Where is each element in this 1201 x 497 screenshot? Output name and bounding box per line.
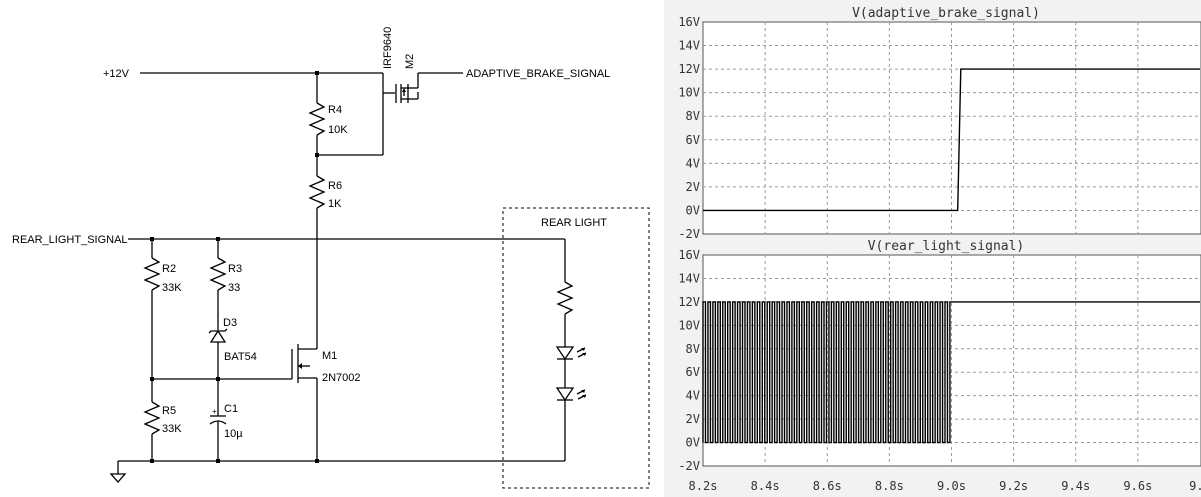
junction-dot — [315, 153, 319, 157]
r3-resistor[interactable] — [209, 257, 227, 291]
r5-resistor[interactable] — [143, 401, 161, 435]
x-tick-label: 9.6s — [1123, 479, 1152, 493]
c1-capacitor[interactable] — [209, 400, 227, 461]
r6-name: R6 — [328, 180, 342, 192]
c1-name: C1 — [224, 403, 238, 415]
y-tick-label: 12V — [678, 295, 700, 309]
junction-dot — [216, 377, 220, 381]
ground-icon — [109, 461, 127, 483]
adaptive-label: ADAPTIVE_BRAKE_SIGNAL — [466, 68, 610, 80]
led-1-icon[interactable] — [555, 346, 587, 361]
y-tick-label: 4V — [686, 156, 700, 170]
y-tick-label: 6V — [686, 133, 700, 147]
junction-dot — [150, 237, 154, 241]
m2-mosfet[interactable] — [382, 73, 419, 103]
r6-value: 1K — [328, 198, 342, 210]
x-tick-label: 9.0s — [937, 479, 966, 493]
r3-name: R3 — [228, 263, 242, 275]
y-tick-label: 0V — [686, 436, 700, 450]
x-tick-label: 9.8 — [1189, 479, 1201, 493]
y-tick-label: 12V — [678, 62, 700, 76]
junction-dot — [150, 459, 154, 463]
plot-pane-1: 16V 14V 12V 10V 8V 6V 4V 2V 0V -2V V(adaptive_brak… — [678, 6, 1201, 241]
m2-name-label: M2 — [404, 54, 416, 69]
x-tick-label: 8.2s — [689, 479, 718, 493]
x-tick-label: 8.4s — [751, 479, 780, 493]
junction-dot — [150, 377, 154, 381]
y-tick-label: 4V — [686, 389, 700, 403]
r4-name: R4 — [328, 104, 342, 116]
d3-diode[interactable] — [208, 328, 228, 343]
r4-resistor[interactable] — [308, 102, 326, 136]
x-tick-label: 8.8s — [875, 479, 904, 493]
rear-label: REAR_LIGHT_SIGNAL — [12, 234, 128, 246]
waveform-viewer: 16V 14V 12V 10V 8V 6V 4V 2V 0V -2V V(adaptive_brak… — [664, 0, 1201, 497]
y-tick-label: 16V — [678, 15, 700, 29]
junction-dot — [216, 459, 220, 463]
plot-title: V(rear_light_signal) — [868, 239, 1025, 254]
schematic: +12V IRF9640 M2 ADAPTIVE_BRAKE_SIGNAL R4… — [12, 27, 650, 489]
r6-resistor[interactable] — [308, 175, 326, 209]
y-tick-label: -2V — [678, 227, 700, 241]
d3-part: BAT54 — [224, 351, 257, 363]
x-tick-label: 9.4s — [1061, 479, 1090, 493]
y-tick-label: 16V — [678, 248, 700, 262]
light-resistor[interactable] — [556, 281, 574, 315]
y-tick-label: 10V — [678, 86, 700, 100]
waveform-svg: 16V 14V 12V 10V 8V 6V 4V 2V 0V -2V V(adaptive_brak… — [678, 6, 1201, 493]
supply-label: +12V — [103, 68, 130, 80]
waveform-trace — [702, 301, 1200, 444]
m2-part-label: IRF9640 — [382, 27, 394, 69]
r2-name: R2 — [162, 263, 176, 275]
x-tick-label: 9.2s — [999, 479, 1028, 493]
rear-light-label: REAR LIGHT — [541, 217, 607, 229]
junction-dot — [315, 71, 319, 75]
m1-part: 2N7002 — [322, 372, 361, 384]
y-tick-label: 0V — [686, 203, 700, 217]
y-tick-label: 14V — [678, 39, 700, 53]
plot-pane-2: 16V 14V 12V 10V 8V 6V 4V 2V 0V -2V V(rear_light_si… — [678, 239, 1201, 473]
junction-dot — [315, 459, 319, 463]
r2-resistor[interactable] — [143, 257, 161, 291]
r5-name: R5 — [162, 405, 176, 417]
y-tick-label: 2V — [686, 180, 700, 194]
y-tick-label: 8V — [686, 109, 700, 123]
led-2-icon[interactable] — [555, 387, 587, 402]
x-tick-label: 8.6s — [813, 479, 842, 493]
junction-dot — [216, 237, 220, 241]
y-tick-label: 10V — [678, 318, 700, 332]
plot-title: V(adaptive_brake_signal) — [852, 6, 1040, 21]
m1-mosfet[interactable] — [291, 340, 318, 461]
waveform-trace — [703, 68, 1200, 212]
rear-light-box — [502, 207, 650, 489]
y-tick-label: -2V — [678, 459, 700, 473]
y-tick-label: 2V — [686, 412, 700, 426]
r5-value: 33K — [162, 423, 182, 435]
d3-name: D3 — [223, 317, 237, 329]
m1-name: M1 — [322, 350, 337, 362]
r4-value: 10K — [328, 124, 348, 136]
r2-value: 33K — [162, 282, 182, 294]
r3-value: 33 — [228, 282, 240, 294]
y-tick-label: 8V — [686, 342, 700, 356]
c1-value: 10µ — [224, 428, 243, 440]
y-tick-label: 6V — [686, 365, 700, 379]
y-tick-label: 14V — [678, 271, 700, 285]
c1-polarity: + — [212, 407, 217, 416]
